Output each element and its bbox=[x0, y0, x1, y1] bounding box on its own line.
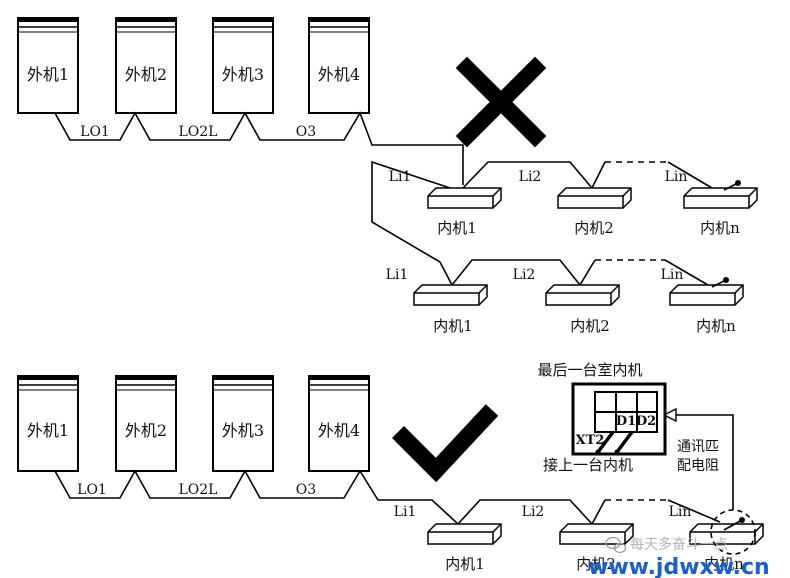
top-row2-indoor-1 bbox=[413, 284, 488, 306]
terminal-xt2: XT2 bbox=[576, 433, 605, 448]
incoming-wire-2 bbox=[615, 430, 634, 454]
bottom-link-li2: Li2 bbox=[522, 504, 545, 520]
bottom-resistor-dot bbox=[739, 517, 745, 523]
top-row2-link-li2: Li2 bbox=[513, 267, 536, 283]
resistor-label-line2: 配电阻 bbox=[677, 458, 719, 474]
top-row2-link-li1: Li1 bbox=[386, 267, 409, 283]
bottom-link-lin: Lin bbox=[669, 504, 692, 520]
top-row1-indoor-1 bbox=[427, 187, 502, 209]
top-row2-indoor-label-n: 内机n bbox=[696, 317, 736, 335]
bottom-indoor-1 bbox=[427, 523, 502, 545]
resistor-arrow-head-icon bbox=[662, 407, 677, 423]
bottom-link-lo1: LO1 bbox=[77, 482, 107, 498]
top-outdoor-label-2: 外机2 bbox=[125, 65, 167, 84]
wechat-icon bbox=[605, 536, 627, 554]
top-outdoor-unit-4: 外机4 bbox=[308, 17, 370, 114]
top-row1-branch bbox=[371, 160, 451, 263]
watermark-site: www.jdwxw.cn bbox=[588, 555, 770, 578]
bottom-outdoor-bus bbox=[54, 469, 459, 525]
resistor-label-line1: 通讯匹 bbox=[677, 439, 719, 455]
top-row2-indoor-2 bbox=[545, 284, 620, 306]
top-row2-resistor-dot bbox=[723, 277, 729, 283]
top-row1-link-lin: Lin bbox=[665, 169, 688, 185]
top-row1-indoor-label-2: 内机2 bbox=[574, 219, 614, 237]
top-link-o3: O3 bbox=[296, 124, 316, 140]
top-link-lo2l: LO2L bbox=[179, 124, 218, 140]
top-row2-indoor-n bbox=[669, 284, 744, 306]
bottom-row-link bbox=[457, 499, 593, 525]
top-row1-indoor-2 bbox=[557, 187, 632, 209]
bottom-outdoor-unit-4: 外机4 bbox=[308, 375, 370, 472]
bottom-section: 外机1 外机2 外机3 外机4 LO1 LO2L O3 Li1 Li2 Lin … bbox=[17, 361, 764, 573]
detail-title: 最后一台室内机 bbox=[537, 361, 642, 379]
top-section: 外机1 外机2 外机3 外机4 LO1 LO2L O3 Li1 bbox=[17, 17, 758, 335]
top-row1-indoor-label-1: 内机1 bbox=[437, 219, 477, 237]
bottom-outdoor-label-1: 外机1 bbox=[27, 421, 69, 440]
bottom-outdoor-label-3: 外机3 bbox=[222, 421, 264, 440]
top-outdoor-label-4: 外机4 bbox=[318, 65, 360, 84]
top-row1-link-li2: Li2 bbox=[519, 169, 542, 185]
top-row1-resistor-dot bbox=[735, 180, 741, 186]
bottom-link-lo2l: LO2L bbox=[179, 482, 218, 498]
top-outdoor-unit-2: 外机2 bbox=[115, 17, 177, 114]
top-outdoor-unit-1: 外机1 bbox=[17, 17, 79, 114]
cross-mark-icon bbox=[455, 56, 547, 148]
terminal-board bbox=[571, 382, 667, 456]
bottom-outdoor-unit-1: 外机1 bbox=[17, 375, 79, 472]
connect-previous-label: 接上一台内机 bbox=[543, 456, 633, 474]
check-mark-icon bbox=[391, 404, 499, 483]
bottom-outdoor-unit-3: 外机3 bbox=[212, 375, 274, 472]
top-row1-indoor-n bbox=[683, 187, 758, 209]
bottom-outdoor-label-4: 外机4 bbox=[318, 421, 360, 440]
watermark-account: 每天多奋斗一点 bbox=[630, 536, 728, 553]
bottom-outdoor-label-2: 外机2 bbox=[125, 421, 167, 440]
top-outdoor-label-3: 外机3 bbox=[222, 65, 264, 84]
top-link-lo1: LO1 bbox=[80, 124, 110, 140]
top-outdoor-unit-3: 外机3 bbox=[212, 17, 274, 114]
top-outdoor-label-1: 外机1 bbox=[27, 65, 69, 84]
incoming-wire-1 bbox=[596, 430, 615, 454]
bottom-outdoor-unit-2: 外机2 bbox=[115, 375, 177, 472]
bottom-link-li1: Li1 bbox=[394, 504, 417, 520]
top-row2-indoor-label-1: 内机1 bbox=[433, 317, 473, 335]
resistor-arrow-line bbox=[672, 414, 734, 510]
bottom-indoor-label-2: 内机2 bbox=[576, 555, 616, 573]
bottom-link-o3: O3 bbox=[296, 482, 316, 498]
top-outdoor-bus bbox=[54, 111, 464, 185]
top-row1-indoor-label-n: 内机n bbox=[700, 219, 740, 237]
terminal-d2: D2 bbox=[636, 414, 656, 429]
bottom-indoor-label-1: 内机1 bbox=[445, 555, 485, 573]
top-row2-link-lin: Lin bbox=[661, 267, 684, 283]
top-row1-link bbox=[462, 161, 593, 189]
terminal-d1: D1 bbox=[616, 414, 636, 429]
bottom-indoor-2 bbox=[559, 523, 634, 545]
watermark: 每天多奋斗一点 www.jdwxw.cn bbox=[588, 536, 770, 578]
bottom-indoor-label-n: 内机n bbox=[704, 555, 744, 573]
top-row2-link bbox=[451, 259, 581, 286]
top-row2-indoor-label-2: 内机2 bbox=[570, 317, 610, 335]
top-row1-link-li1: Li1 bbox=[389, 169, 412, 185]
